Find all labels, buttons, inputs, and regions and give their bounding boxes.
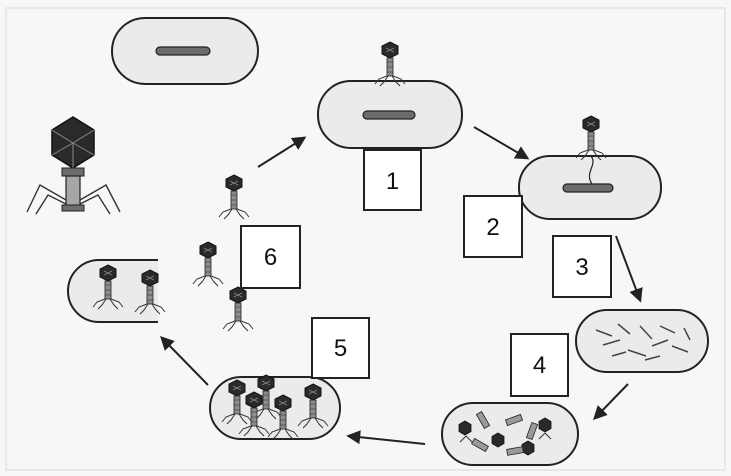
phage-injecting [575,115,607,161]
diagram-frame [5,7,726,471]
bacterium-lysed [67,259,166,323]
arrow-release-to-attach [257,136,307,168]
step-label-3: 3 [575,254,588,281]
bacterium-attachment [317,41,463,149]
phage-released-1 [218,174,250,220]
phage-released-2 [192,241,224,287]
step-box-2: 2 [463,195,523,258]
step-box-6: 6 [240,225,301,289]
arrow-inject-to-replicate [615,235,643,303]
step-box-1: 1 [363,149,422,211]
bacterium-uninfected [111,17,259,85]
viral-dna-strand [588,155,594,185]
step-label-6: 6 [264,244,277,271]
bacterial-dna [155,46,211,56]
bacterium-replication [575,309,709,373]
phage-released-3 [222,286,254,332]
step-label-2: 2 [486,214,499,241]
bacterium-assembly [441,402,579,466]
step-box-3: 3 [552,235,612,298]
phage-attached [374,41,406,87]
bacteriophage-large [26,116,121,215]
arrow-attach-to-inject [473,126,530,160]
arrow-mature-to-lyse [160,335,209,386]
step-label-4: 4 [533,352,546,379]
arrow-assemble-to-mature [346,430,426,445]
viral-dna-fragments [595,323,691,361]
step-box-4: 4 [510,333,569,397]
step-label-5: 5 [334,335,347,362]
bacterium-injection [518,115,662,220]
arrow-replicate-to-assemble [593,383,629,421]
bacterium-maturation [209,374,341,440]
step-box-5: 5 [311,317,370,379]
step-label-1: 1 [386,168,399,195]
